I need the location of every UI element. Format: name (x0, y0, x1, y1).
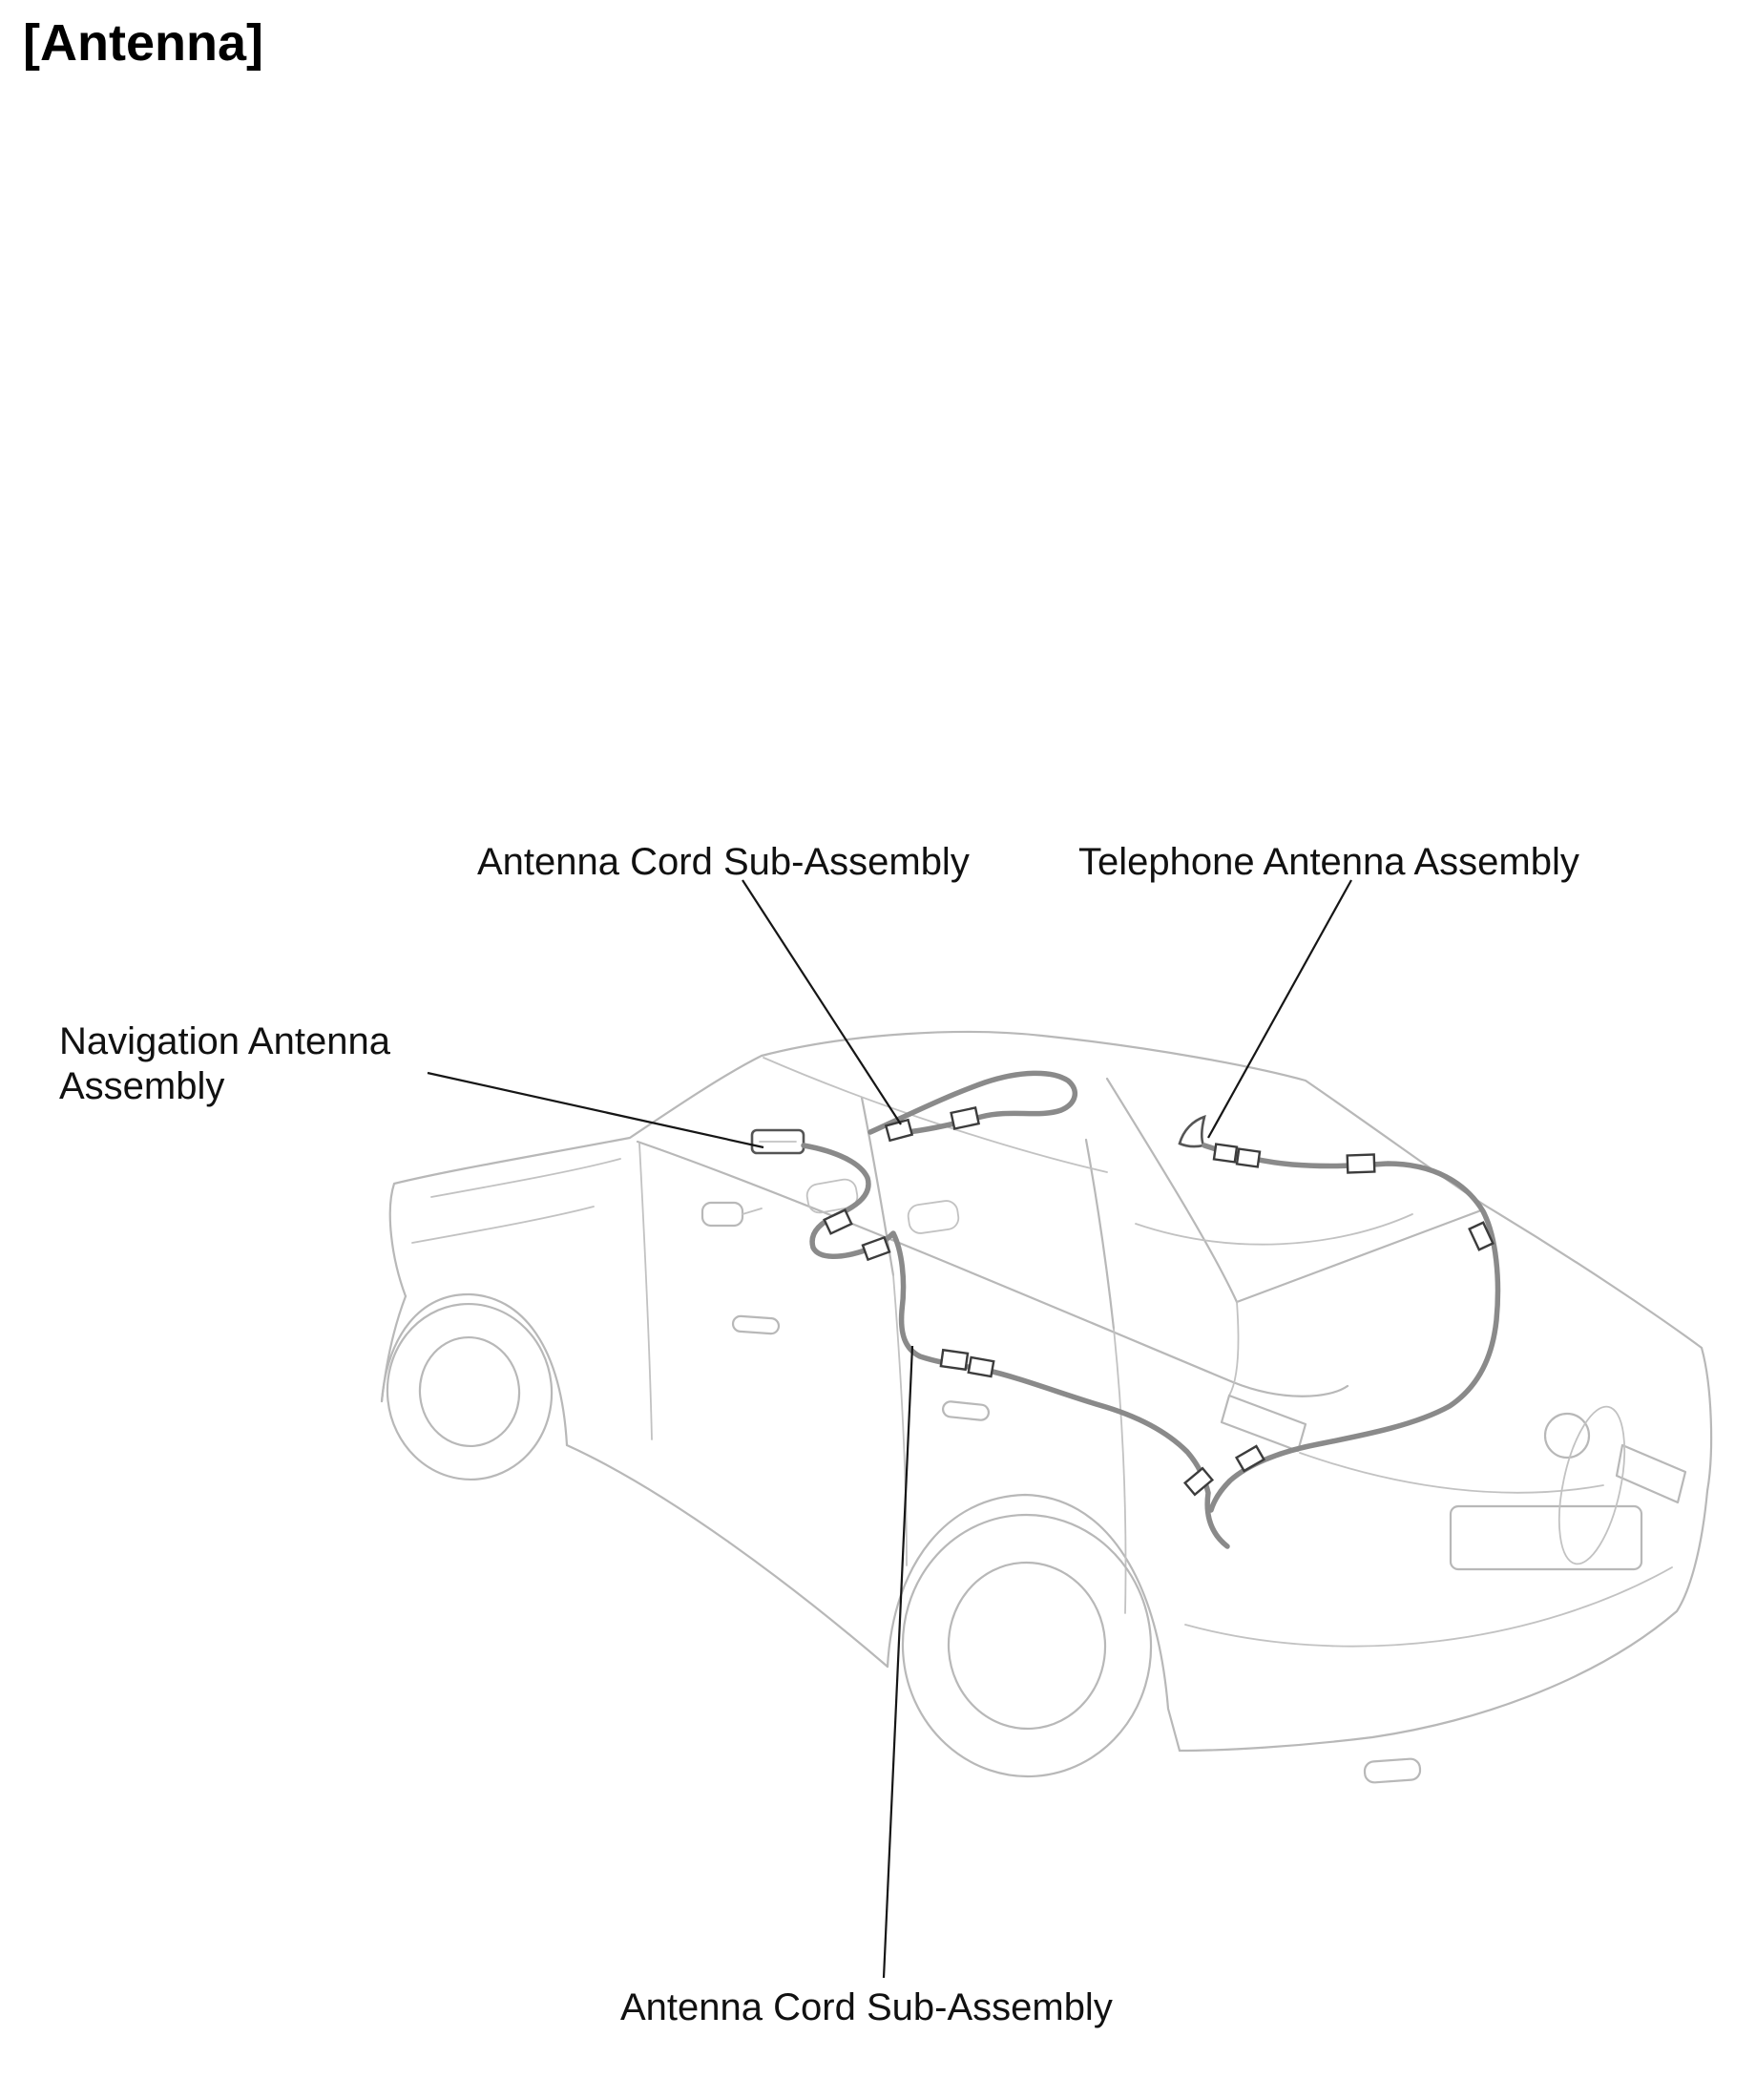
mirror-stem (742, 1208, 763, 1215)
callout-leader-lines (427, 879, 1352, 1979)
deck-connector (1346, 1153, 1376, 1174)
rear-wheel-tire (901, 1513, 1153, 1778)
passenger-headrest (907, 1200, 960, 1234)
side-mirror (700, 1201, 744, 1228)
antenna-cord-body-side (801, 1143, 1230, 1549)
rear-window-bottom-edge (1235, 1208, 1483, 1304)
pillar-connector-2 (861, 1235, 891, 1262)
hood-cut-line (430, 1158, 621, 1198)
fender-door-cut (638, 1143, 653, 1440)
roof-cord-connector-2 (950, 1106, 981, 1130)
rocker-panel-line (565, 1443, 889, 1669)
left-taillight (1220, 1394, 1307, 1453)
leader-antenna-cord-top (742, 879, 902, 1125)
label-navigation-antenna-line2: Assembly (59, 1065, 225, 1108)
front-door-handle (731, 1314, 781, 1335)
car-body-outline (380, 1030, 1713, 1784)
side-connector-1 (939, 1348, 970, 1372)
label-telephone-antenna-assembly: Telephone Antenna Assembly (1078, 841, 1579, 883)
far-side-rear-wheel (1557, 1405, 1626, 1565)
side-connector-2 (967, 1355, 995, 1378)
car-silhouette (388, 1030, 1713, 1753)
rear-bumper-crease (1184, 1566, 1673, 1648)
front-headrest (805, 1178, 859, 1214)
rear-wheel-rim (947, 1561, 1107, 1731)
rear-door-handle (941, 1400, 991, 1421)
telephone-antenna-cord-loop (1202, 1143, 1501, 1513)
telephone-connector-2 (1235, 1147, 1262, 1168)
navigation-antenna-module (750, 1128, 805, 1155)
rear-door-cut (1113, 1328, 1127, 1614)
trunk-lid-left-cut (1228, 1301, 1240, 1396)
front-wheel-rim (418, 1335, 521, 1448)
loop-bottom-connector (1234, 1444, 1266, 1473)
label-antenna-cord-sub-assembly-top: Antenna Cord Sub-Assembly (477, 841, 970, 883)
trunk-lower-cut (1299, 1452, 1604, 1494)
label-navigation-antenna-assembly: Navigation Antenna Assembly (59, 1019, 390, 1109)
quarter-panel-connector (1182, 1466, 1215, 1497)
pillar-connector-1 (823, 1208, 853, 1235)
parcel-shelf-line (1135, 1213, 1413, 1246)
front-door-cut (892, 1274, 908, 1566)
page-title: [Antenna] (23, 14, 263, 72)
label-navigation-antenna-line1: Navigation Antenna (59, 1020, 390, 1062)
telephone-antenna-module (1178, 1115, 1206, 1148)
b-pillar (860, 1096, 895, 1277)
telephone-connector-1 (1212, 1143, 1239, 1164)
front-wheel-arch (380, 1292, 569, 1447)
exhaust-tip (1363, 1757, 1422, 1784)
leader-telephone-antenna (1207, 879, 1352, 1139)
roof-cord-connector-1 (884, 1118, 914, 1143)
loop-right-connector (1468, 1221, 1495, 1251)
license-plate-recess (1449, 1504, 1643, 1571)
antenna-harness (750, 1070, 1501, 1549)
fender-crease-line (411, 1206, 595, 1244)
leader-navigation-antenna (427, 1071, 764, 1149)
trunk-emblem (1543, 1412, 1591, 1460)
rear-wheel-arch (886, 1493, 1181, 1753)
front-wheel-tire (386, 1302, 554, 1481)
rear-window-left-edge (1105, 1077, 1239, 1304)
leader-antenna-cord-bottom (882, 1345, 914, 1979)
right-taillight (1615, 1443, 1687, 1504)
label-antenna-cord-sub-assembly-bottom: Antenna Cord Sub-Assembly (620, 1986, 1113, 2028)
beltline (636, 1140, 1349, 1397)
